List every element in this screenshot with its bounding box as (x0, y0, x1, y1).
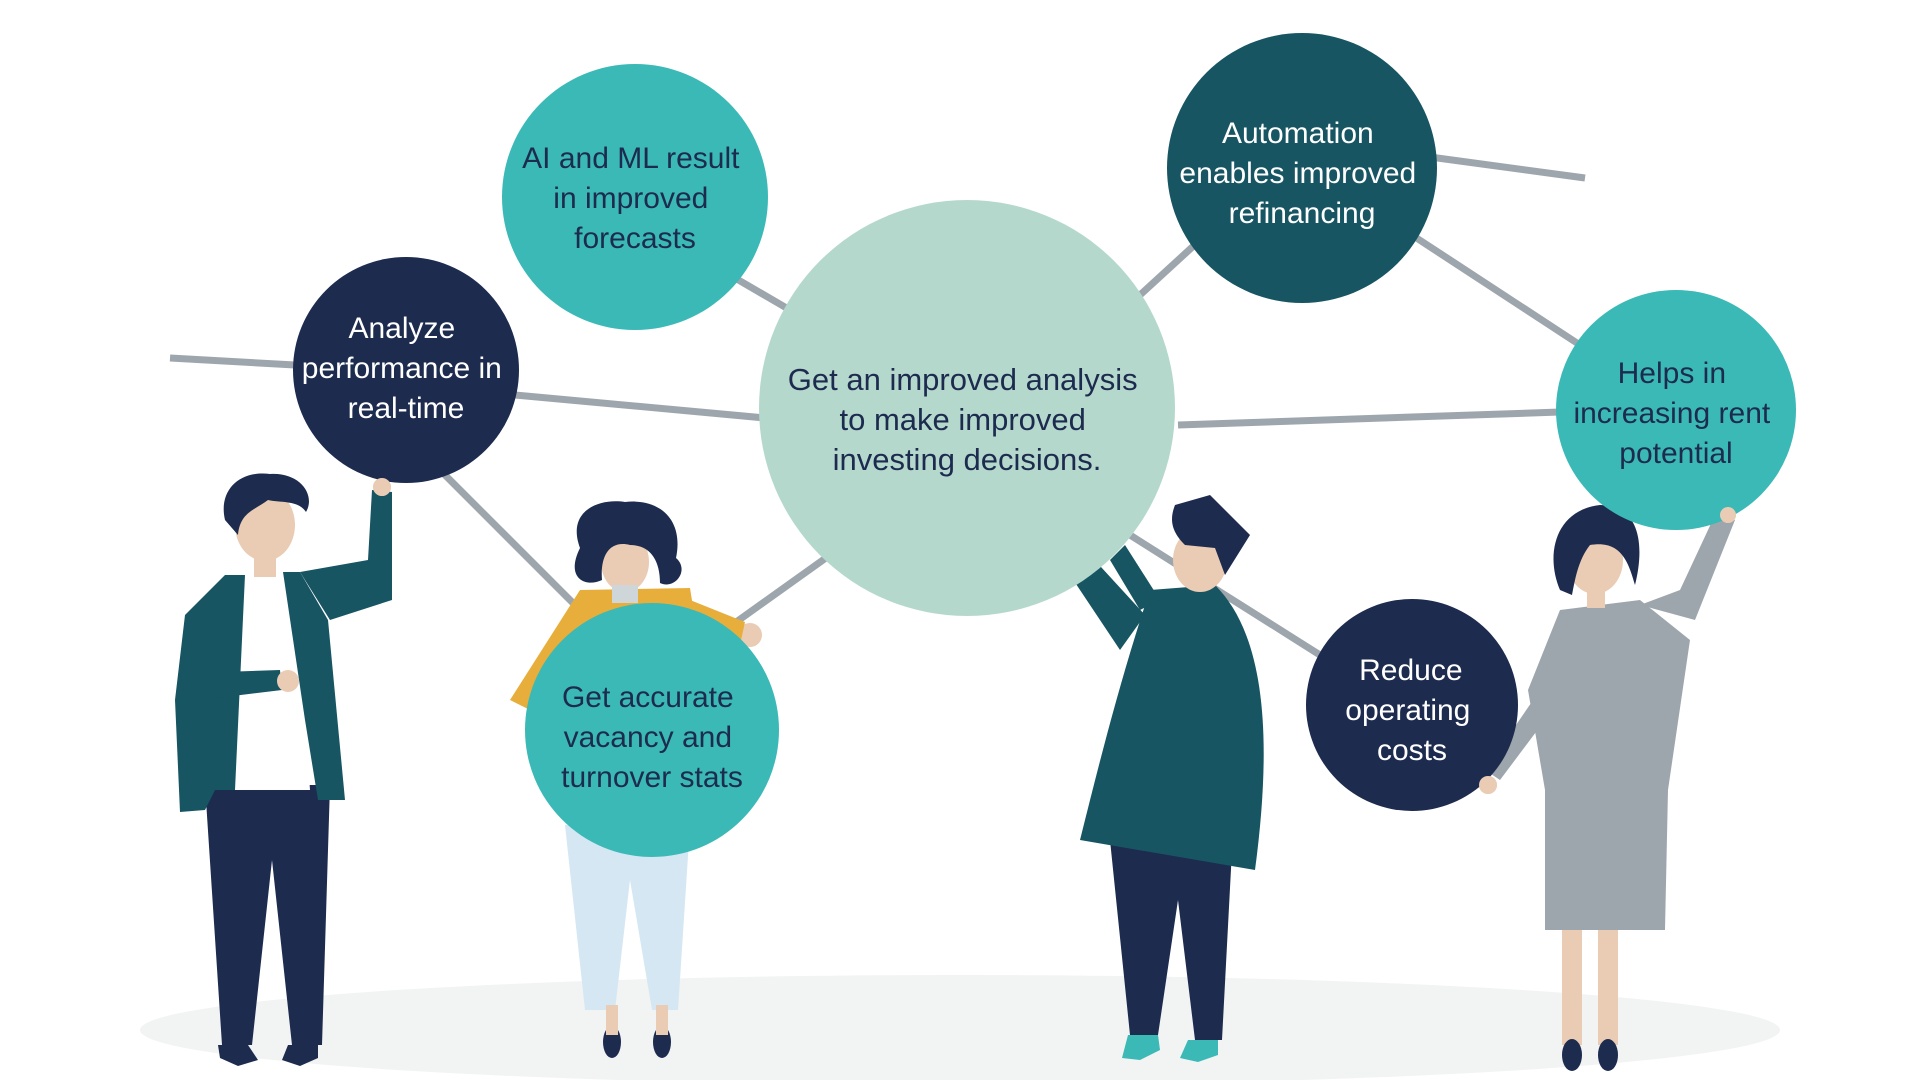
bubble-analyze-line-2: performance in (302, 352, 502, 385)
bubble-rent-line-2: increasing rent (1573, 397, 1770, 430)
bubble-automation-line-2: enables improved (1179, 157, 1416, 190)
person-man-left (175, 473, 392, 1066)
bubble-vacancy-line-1: Get accurate (562, 681, 734, 714)
svg-text:Get an improved analysis: Get an improved analysis to make improve… (788, 362, 1146, 477)
bubble-analyze-line-3: real-time (348, 392, 465, 425)
connector-vacancy-center (722, 552, 833, 633)
svg-text:Reduce operating c: Reduce operating costs (1345, 654, 1478, 767)
bubble-vacancy-line-3: turnover stats (561, 761, 743, 794)
center-bubble-line-2: to make improved (839, 402, 1085, 437)
connector-center-rent (1177, 408, 1561, 429)
center-bubble: Get an improved analysis to make improve… (759, 200, 1175, 616)
connector-ai-center (733, 274, 792, 314)
connector-center-automation (1137, 237, 1203, 298)
bubble-automation: Automation enables improved refinancing (1167, 33, 1437, 303)
bubble-ai-ml-line-3: forecasts (574, 222, 696, 255)
svg-text:Analyze performance in: Analyze performance in real-time (302, 312, 510, 425)
bubble-automation-line-3: refinancing (1229, 197, 1376, 230)
bubble-reduce-line-3: costs (1377, 734, 1447, 767)
bubble-analyze-line-1: Analyze (348, 312, 455, 345)
bubble-ai-ml-line-2: in improved (553, 182, 708, 215)
svg-text:AI and ML result in impr: AI and ML result in improved forecasts (522, 142, 748, 255)
connector-lines (169, 153, 1586, 658)
bubble-reduce-line-1: Reduce (1359, 654, 1462, 687)
connector-center-reduce (1128, 532, 1322, 658)
person-woman-right (1479, 505, 1736, 1071)
bubble-analyze: Analyze performance in real-time (293, 257, 519, 483)
center-bubble-line-3: investing decisions. (833, 442, 1102, 477)
bubble-ai-ml: AI and ML result in improved forecasts (502, 64, 768, 330)
bubble-rent: Helps in increasing rent potential (1556, 290, 1796, 530)
bubble-reduce: Reduce operating costs (1306, 599, 1518, 811)
connector-left-edge (169, 354, 296, 369)
ground-shadow (140, 975, 1780, 1080)
svg-text:Automation enables impro: Automation enables improved refinancing (1179, 117, 1424, 230)
svg-text:Get accurate vacancy and: Get accurate vacancy and turnover stats (561, 681, 743, 794)
center-bubble-line-1: Get an improved analysis (788, 362, 1138, 397)
bubble-automation-line-1: Automation (1222, 117, 1374, 150)
connector-analyze-center (514, 391, 766, 422)
bubble-rent-line-1: Helps in (1618, 357, 1726, 390)
connector-automation-right (1429, 153, 1586, 182)
connector-automation-rent (1413, 234, 1582, 348)
bubble-vacancy-line-2: vacancy and (564, 721, 732, 754)
person-man-center (1048, 495, 1264, 1062)
bubble-rent-line-3: potential (1619, 437, 1732, 470)
bubble-reduce-line-2: operating (1345, 694, 1470, 727)
bubble-vacancy: Get accurate vacancy and turnover stats (525, 603, 779, 857)
svg-text:Helps in increasing rent: Helps in increasing rent potential (1573, 357, 1778, 470)
bubble-ai-ml-line-1: AI and ML result (522, 142, 740, 175)
hands-overlay (373, 478, 1736, 794)
